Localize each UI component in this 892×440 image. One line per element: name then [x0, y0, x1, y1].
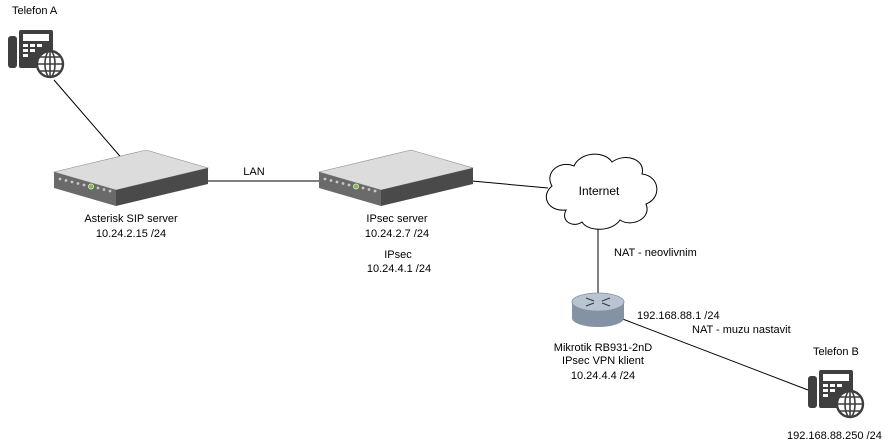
mikrotik-router-node: 192.168.88.1 /24 Mikrotik RB931-2nD IPse… [554, 292, 720, 382]
mikrotik-role: IPsec VPN klient [562, 355, 644, 367]
nat-downstream-label: NAT - muzu nastavit [692, 324, 791, 336]
ipsec-server-name: IPsec server [366, 213, 427, 225]
ipsec-tunnel-label: IPsec [384, 249, 412, 261]
ipsec-tunnel-ip: 10.24.4.1 /24 [367, 263, 431, 275]
ip-phone-icon [806, 368, 865, 419]
telefon-a-node: Telefon A [6, 5, 65, 79]
mikrotik-wan-ip: 192.168.88.1 /24 [637, 310, 720, 322]
nat-upstream-label: NAT - neovlivnim [614, 247, 697, 259]
telefon-b-label: Telefon B [813, 346, 859, 358]
link-telefon-a-asterisk [53, 79, 126, 163]
ipsec-server-node: IPsec server 10.24.2.7 /24 IPsec 10.24.4… [318, 149, 474, 275]
server-icon [53, 149, 209, 207]
telefon-a-label: Telefon A [12, 5, 58, 17]
ip-phone-icon [6, 28, 65, 79]
asterisk-server-node: Asterisk SIP server 10.24.2.15 /24 [53, 149, 209, 240]
mikrotik-name: Mikrotik RB931-2nD [554, 342, 652, 354]
lan-link-label: LAN [243, 166, 264, 178]
asterisk-server-ip: 10.24.2.15 /24 [96, 228, 166, 240]
connection-lines [53, 79, 809, 391]
cloud-icon [545, 153, 658, 230]
link-ipsec-internet [471, 180, 549, 189]
internet-label: Internet [579, 184, 620, 198]
telefon-b-ip: 192.168.88.250 /24 [787, 430, 882, 440]
telefon-b-node: Telefon B 192.168.88.250 /24 [787, 346, 882, 440]
internet-node: Internet [545, 153, 658, 230]
asterisk-server-name: Asterisk SIP server [84, 213, 178, 225]
ipsec-server-ip: 10.24.2.7 /24 [365, 228, 429, 240]
server-icon [318, 149, 474, 207]
router-icon [571, 292, 625, 327]
link-mikrotik-telefon-b [619, 317, 809, 391]
mikrotik-vpn-ip: 10.24.4.4 /24 [571, 370, 635, 382]
